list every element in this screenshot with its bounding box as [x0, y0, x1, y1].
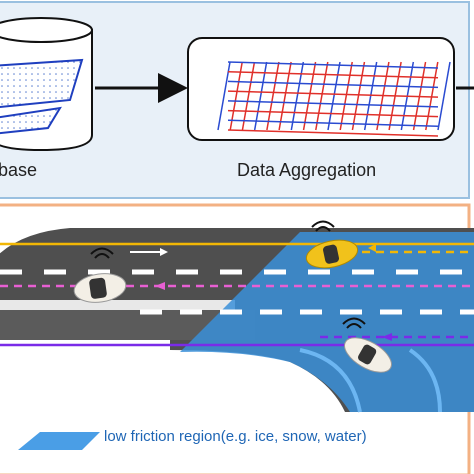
grid-line — [227, 80, 439, 89]
grid-line — [241, 61, 256, 131]
grid-line — [315, 61, 329, 131]
grid-line — [227, 90, 439, 98]
grid-line — [302, 61, 317, 131]
road-shoulder — [0, 300, 235, 310]
database-label: base — [0, 160, 38, 180]
low-friction-region — [180, 232, 474, 412]
legend-label: low friction region(e.g. ice, snow, wate… — [104, 428, 367, 445]
legend-swatch — [18, 432, 100, 450]
grid-line — [437, 61, 451, 131]
grid-line — [227, 61, 439, 69]
grid-line — [363, 61, 378, 131]
grid-line — [227, 119, 439, 128]
grid-line — [217, 61, 231, 131]
grid-line — [227, 129, 439, 137]
grid-line — [227, 100, 439, 108]
grid-line — [229, 61, 243, 131]
trajectory-lines — [0, 242, 474, 347]
grid-line — [227, 109, 439, 118]
wifi-signal-icon — [90, 247, 114, 259]
database-icon — [0, 17, 93, 152]
lane-markings — [0, 269, 474, 315]
grid-line — [327, 61, 341, 131]
map-grid-icon — [217, 61, 451, 137]
car-icon — [73, 273, 127, 303]
aggregation-label: Data Aggregation — [237, 160, 377, 180]
wifi-signal-icon — [311, 220, 335, 232]
car-icon — [344, 337, 392, 373]
wifi-signal-icon — [342, 317, 366, 329]
grid-line — [339, 61, 353, 131]
car-icon — [305, 239, 359, 269]
grid-line — [227, 70, 439, 79]
grid-line — [351, 61, 366, 131]
grid-line — [425, 61, 439, 131]
